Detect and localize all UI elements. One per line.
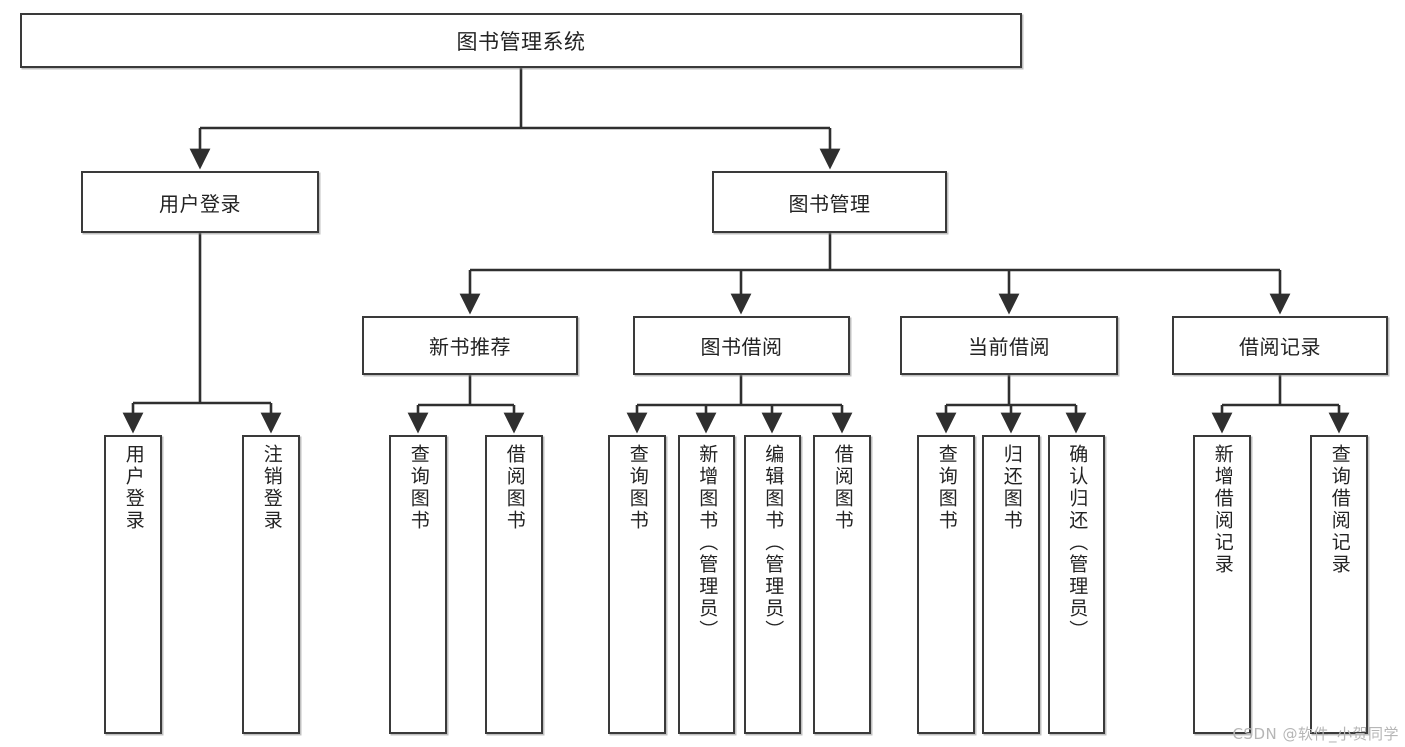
node-leaf-label: 查询图书 [407,444,430,532]
node-leaf-logout[interactable]: 注销登录 [242,435,300,734]
node-book-borrow[interactable]: 图书借阅 [633,316,850,375]
node-user-login[interactable]: 用户登录 [81,171,319,233]
node-new-book-recommendation-label: 新书推荐 [429,335,511,359]
node-leaf-query-book-current[interactable]: 查询图书 [917,435,975,734]
node-borrow-record[interactable]: 借阅记录 [1172,316,1388,375]
node-new-book-recommendation[interactable]: 新书推荐 [362,316,578,375]
node-leaf-return-book[interactable]: 归还图书 [982,435,1040,734]
node-borrow-record-label: 借阅记录 [1239,335,1321,359]
csdn-watermark: CSDN @软件_小贺同学 [1232,725,1399,743]
node-leaf-edit-book-admin[interactable]: 编辑图书（管理员） [744,435,801,734]
node-leaf-label: 用户登录 [122,444,145,532]
node-leaf-label: 查询借阅记录 [1328,444,1351,576]
node-leaf-label: 注销登录 [260,444,283,532]
node-leaf-label: 查询图书 [935,444,958,532]
node-book-management-label: 图书管理 [788,191,871,216]
node-leaf-label: 查询图书 [626,444,649,532]
node-leaf-add-book-admin[interactable]: 新增图书（管理员） [678,435,735,734]
node-current-borrow[interactable]: 当前借阅 [900,316,1118,375]
node-leaf-confirm-return-admin[interactable]: 确认归还（管理员） [1048,435,1105,734]
node-leaf-borrow-book[interactable]: 借阅图书 [813,435,871,734]
node-leaf-add-borrow-record[interactable]: 新增借阅记录 [1193,435,1251,734]
node-leaf-query-book-borrow[interactable]: 查询图书 [608,435,666,734]
node-leaf-borrow-book-new[interactable]: 借阅图书 [485,435,543,734]
node-book-management[interactable]: 图书管理 [712,171,947,233]
node-user-login-label: 用户登录 [159,191,241,216]
node-leaf-label: 新增图书（管理员） [696,444,719,642]
node-leaf-label: 借阅图书 [503,444,526,532]
node-leaf-label: 借阅图书 [831,444,854,532]
node-root-label: 图书管理系统 [456,29,586,54]
node-leaf-label: 新增借阅记录 [1211,444,1234,576]
node-leaf-label: 归还图书 [1000,444,1023,532]
node-book-borrow-label: 图书借阅 [700,335,783,359]
node-leaf-label: 确认归还（管理员） [1066,444,1089,642]
node-leaf-label: 编辑图书（管理员） [762,444,785,642]
node-leaf-user-login[interactable]: 用户登录 [104,435,162,734]
node-root-book-management-system[interactable]: 图书管理系统 [20,13,1022,68]
node-current-borrow-label: 当前借阅 [968,335,1050,359]
node-leaf-query-book-new[interactable]: 查询图书 [389,435,447,734]
node-leaf-query-borrow-record[interactable]: 查询借阅记录 [1310,435,1368,734]
